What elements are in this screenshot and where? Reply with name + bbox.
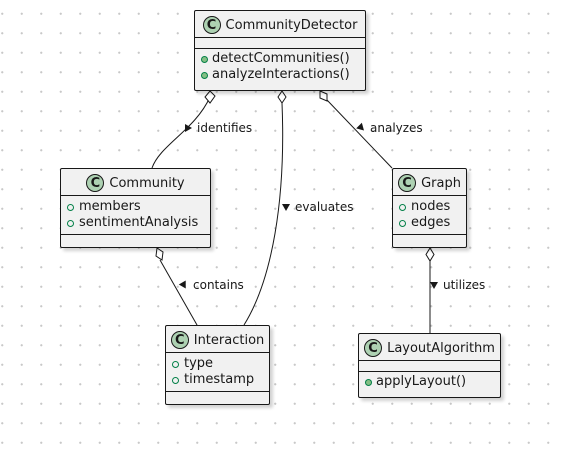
class-header: C Community: [61, 169, 210, 195]
class-c-icon: C: [202, 16, 221, 34]
edge-identifies: [151, 96, 211, 169]
public-field-icon: [172, 360, 179, 368]
field-item: sentimentAnalysis: [67, 215, 204, 231]
edge-label-contains: contains: [178, 278, 244, 292]
edge-analyzes: [326, 99, 393, 169]
class-name: Interaction: [193, 332, 265, 348]
fields-section: [359, 361, 500, 371]
class-interaction[interactable]: C Interaction type timestamp: [165, 325, 270, 405]
direction-arrow-icon: [356, 122, 367, 134]
public-field-icon: [172, 376, 179, 384]
class-graph[interactable]: C Graph nodes edges: [392, 168, 467, 248]
divider: [359, 371, 500, 372]
divider: [195, 37, 365, 38]
field-item: type: [172, 356, 263, 372]
class-c-icon: C: [364, 339, 383, 357]
divider: [61, 234, 210, 235]
aggregation-diamond-contains: [155, 247, 164, 261]
aggregation-diamond-identifies: [204, 90, 216, 104]
class-name: CommunityDetector: [225, 17, 358, 33]
class-community[interactable]: C Community members sentimentAnalysis: [60, 168, 211, 248]
edge-label-analyzes: analyzes: [356, 121, 423, 135]
class-c-icon: C: [86, 174, 105, 192]
class-header: C Graph: [393, 169, 466, 195]
class-header: C CommunityDetector: [195, 11, 365, 37]
edge-label-utilizes: utilizes: [430, 278, 485, 292]
aggregation-diamond-analyzes: [319, 90, 328, 102]
direction-arrow-icon: [282, 203, 290, 211]
divider: [393, 195, 466, 196]
public-method-icon: [201, 71, 208, 79]
fields-section: type timestamp: [166, 353, 269, 391]
aggregation-diamond-utilizes: [425, 247, 435, 262]
methods-section: applyLayout(): [359, 372, 500, 393]
method-item: analyzeInteractions(): [201, 67, 359, 83]
direction-arrow-icon: [185, 124, 192, 132]
direction-arrow-icon: [430, 281, 438, 289]
method-item: applyLayout(): [365, 374, 494, 390]
divider: [359, 360, 500, 361]
field-item: edges: [399, 215, 460, 231]
fields-section: nodes edges: [393, 196, 466, 234]
public-field-icon: [67, 203, 74, 211]
field-item: timestamp: [172, 372, 263, 388]
public-method-icon: [201, 55, 208, 63]
edge-label-identifies: identifies: [185, 121, 252, 135]
class-name: Graph: [421, 175, 461, 191]
edge-label-evaluates: evaluates: [282, 200, 353, 214]
edge-contains: [159, 259, 198, 326]
fields-section: [195, 38, 365, 48]
field-item: members: [67, 199, 204, 215]
class-community-detector[interactable]: C CommunityDetector detectCommunities() …: [194, 10, 366, 91]
public-field-icon: [399, 219, 406, 227]
public-field-icon: [67, 219, 74, 227]
divider: [166, 352, 269, 353]
divider: [393, 234, 466, 235]
fields-section: members sentimentAnalysis: [61, 196, 210, 234]
field-item: nodes: [399, 199, 460, 215]
class-name: LayoutAlgorithm: [387, 340, 495, 356]
methods-section: detectCommunities() analyzeInteractions(…: [195, 49, 365, 86]
class-c-icon: C: [398, 174, 417, 192]
public-method-icon: [365, 378, 372, 386]
edge-evaluates: [243, 102, 284, 326]
method-item: detectCommunities(): [201, 51, 359, 67]
divider: [166, 391, 269, 392]
divider: [195, 48, 365, 49]
class-name: Community: [109, 175, 185, 191]
public-field-icon: [399, 203, 406, 211]
class-layout-algorithm[interactable]: C LayoutAlgorithm applyLayout(): [358, 333, 501, 398]
class-header: C Interaction: [166, 326, 269, 352]
direction-arrow-icon: [178, 279, 190, 291]
class-c-icon: C: [170, 331, 189, 349]
divider: [61, 195, 210, 196]
aggregation-diamond-evaluates: [277, 90, 287, 104]
class-header: C LayoutAlgorithm: [359, 334, 500, 360]
